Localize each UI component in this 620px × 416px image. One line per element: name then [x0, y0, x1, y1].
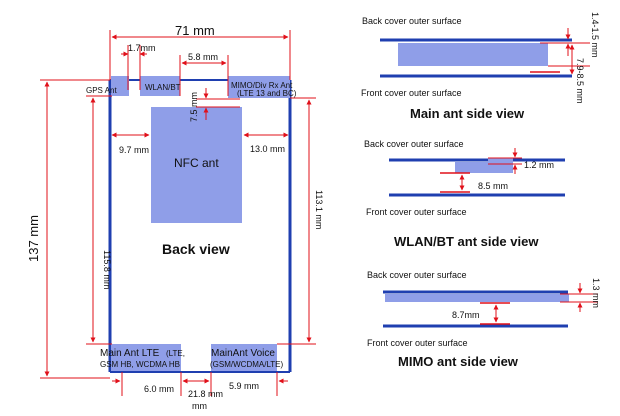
main-thick-label: 1.4-1.5 mm [590, 12, 600, 58]
main-front-surface-label: Front cover outer surface [361, 88, 462, 98]
main-lte-paren: (LTE, [166, 349, 185, 358]
dim-115-8-label: 115.8 mm [102, 250, 112, 289]
main-voice-antenna [211, 344, 277, 371]
mimo-antenna [228, 76, 290, 98]
dim-9-7-label: 9.7 mm [119, 145, 149, 155]
nfc-antenna [151, 107, 242, 223]
wlan-thick-label: 1.2 mm [524, 160, 554, 170]
back-view-title: Back view [162, 241, 230, 257]
wlan-bt-antenna [140, 76, 180, 96]
dim-1-7-label: 1.7mm [128, 43, 156, 53]
mimo-back-surface-label: Back cover outer surface [367, 270, 467, 280]
dim-7-5-label: 7.5 mm [189, 92, 199, 122]
dim-21-8-label: 21.8 mm [188, 389, 223, 399]
wlan-back-surface-label: Back cover outer surface [364, 139, 464, 149]
wlan-side-title: WLAN/BT ant side view [394, 234, 539, 249]
mimo-front-surface-label: Front cover outer surface [367, 338, 468, 348]
mimo-label-line2: (LTE 13 and BC) [237, 89, 297, 98]
main-back-surface-label: Back cover outer surface [362, 16, 462, 26]
gps-antenna [111, 76, 129, 96]
wlan-ant-side-view: Back cover outer surface Front cover out… [364, 139, 565, 249]
width-label: 71 mm [175, 23, 215, 38]
mimo-side-title: MIMO ant side view [398, 354, 519, 369]
back-view: 71 mm 137 mm 1.7mm 5.8 mm 7.5 mm 9.7 mm … [26, 23, 324, 411]
mimo-gap-label: 8.7mm [452, 310, 480, 320]
main-voice-line2: (GSM/WCDMA/LTE) [210, 360, 284, 369]
main-gap-label: 7.9-8.5 mm [575, 58, 585, 104]
mimo-ant-side-view: Back cover outer surface Front cover out… [367, 270, 601, 369]
mimo-label-line1: MIMO/Div Rx Ant [231, 81, 293, 90]
main-antenna-block [398, 43, 548, 66]
main-lte-line2: GSM HB, WCDMA HB [100, 360, 180, 369]
dim-5-9-label: 5.9 mm [229, 381, 259, 391]
dim-6-0-label: 6.0 mm [144, 384, 174, 394]
height-label: 137 mm [26, 215, 41, 262]
dim-113-1-label: 113.1 mm [314, 190, 324, 229]
wlan-antenna-block-step [488, 158, 513, 164]
mimo-antenna-block [385, 294, 569, 302]
main-side-title: Main ant side view [410, 106, 525, 121]
gps-ant-label: GPS Ant [86, 86, 117, 95]
main-lte-antenna [111, 344, 181, 371]
dim-21-8-label-unit: mm [192, 401, 207, 411]
wlan-front-surface-label: Front cover outer surface [366, 207, 467, 217]
dim-5-8-label: 5.8 mm [188, 52, 218, 62]
nfc-ant-label: NFC ant [174, 156, 219, 170]
wlan-bt-label: WLAN/BT [145, 83, 181, 92]
mimo-thick-label: 1.3 mm [591, 278, 601, 308]
main-voice-title: MainAnt Voice [211, 348, 275, 359]
dim-13-0-label: 13.0 mm [250, 144, 285, 154]
main-ant-side-view: Back cover outer surface Front cover out… [361, 12, 600, 121]
wlan-gap-label: 8.5 mm [478, 181, 508, 191]
main-lte-title: Main Ant LTE [100, 348, 160, 359]
wlan-antenna-block-upper [455, 162, 513, 173]
